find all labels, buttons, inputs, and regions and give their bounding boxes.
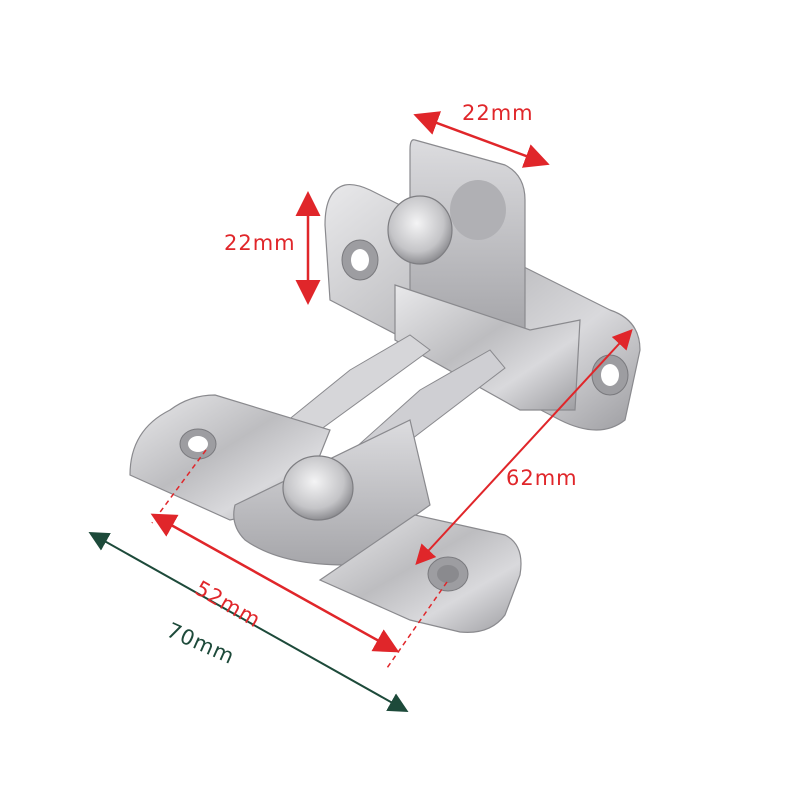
label-top-height: 22mm	[224, 231, 296, 255]
dimension-overall-length	[88, 532, 409, 712]
label-diagonal-length: 62mm	[506, 466, 578, 490]
label-top-width: 22mm	[462, 101, 534, 125]
dimension-top-width	[413, 111, 550, 168]
bolt-knob	[282, 455, 354, 521]
knob-top	[387, 195, 453, 265]
dimension-diagonal	[415, 329, 633, 565]
